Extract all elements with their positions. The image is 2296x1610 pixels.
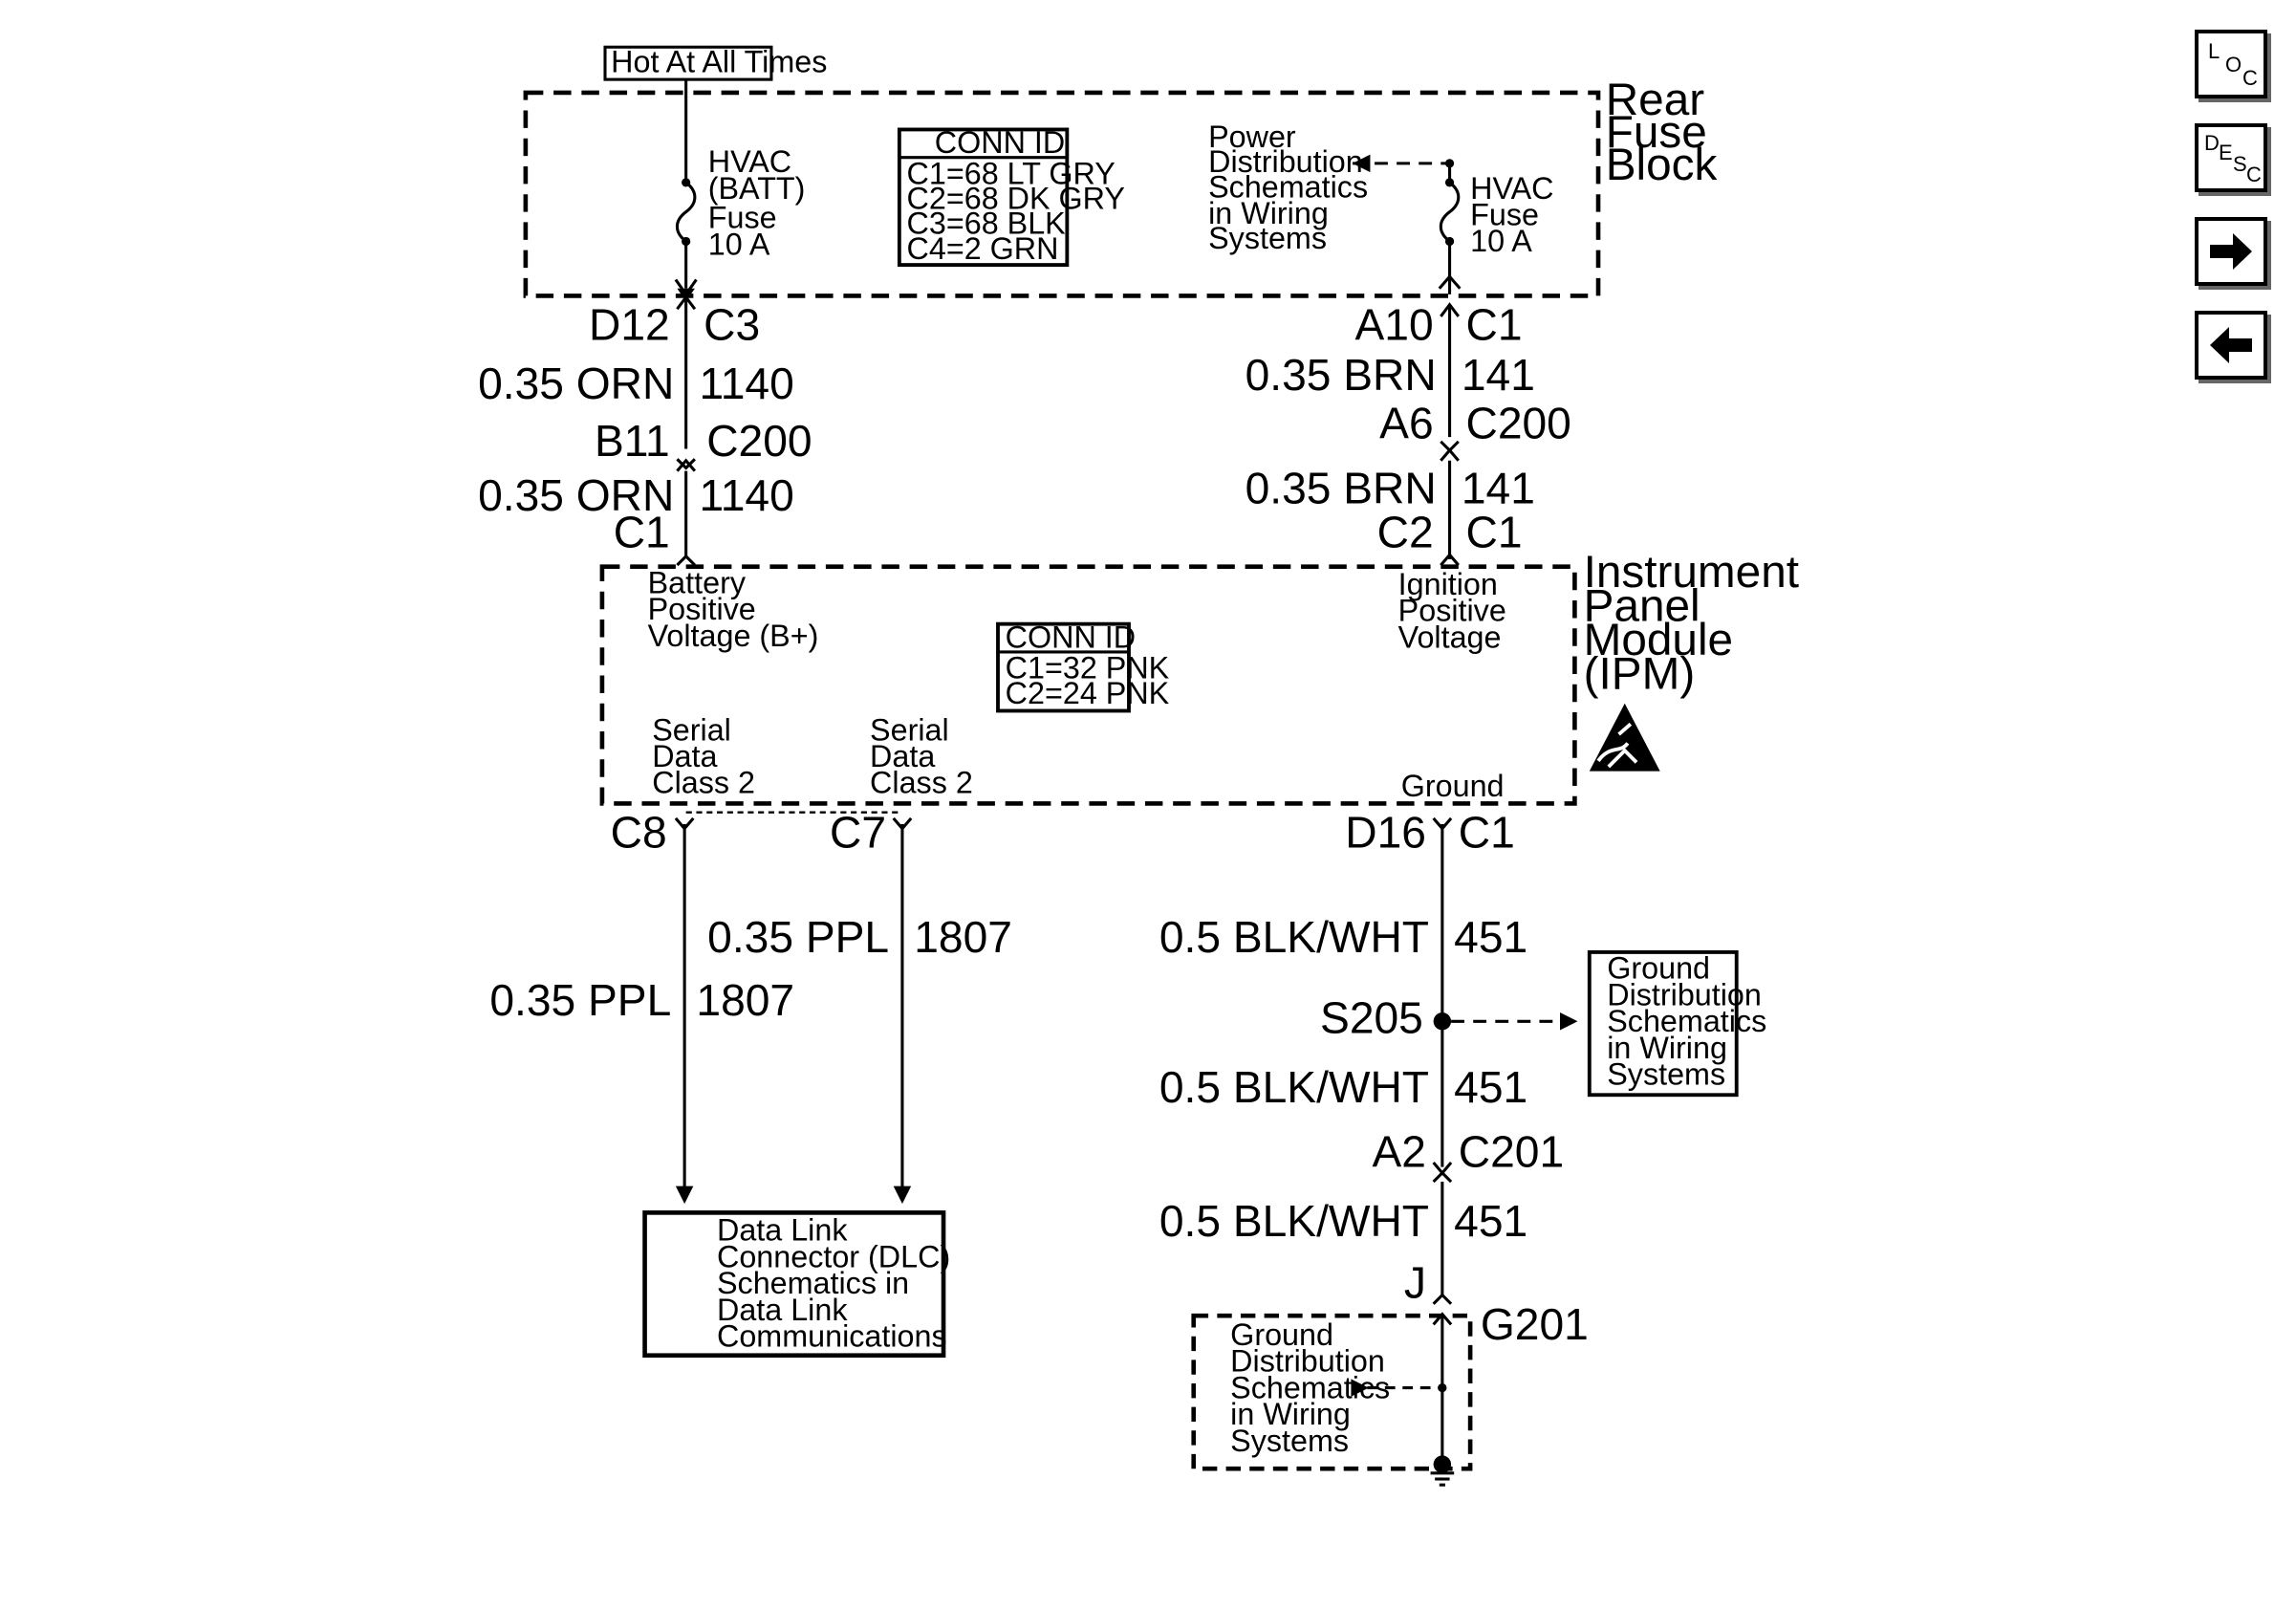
- loc-button[interactable]: L O C: [2195, 30, 2267, 98]
- connector-c200-right: C200: [1465, 399, 1570, 448]
- connector-c1-rfb: C1: [1465, 300, 1522, 350]
- ipm-box: [599, 564, 1577, 806]
- desc-button[interactable]: D E S C: [2195, 123, 2267, 192]
- conn-id-rear: CONN ID C1=68 LT GRY C2=68 DK GRY C3=68 …: [907, 125, 1134, 266]
- left-arrow-icon: [2210, 327, 2252, 363]
- wire-circuit-141-lower: 141: [1462, 463, 1535, 512]
- wire-size-brn-lower: 0.35 BRN: [1245, 463, 1437, 512]
- svg-text:D: D: [2204, 131, 2220, 155]
- serial-data-class2-label-2: Serial Data Class 2: [870, 712, 973, 799]
- connector-c8: C8: [611, 808, 667, 858]
- power-distribution-label: Power Distribution Schematics in Wiring …: [1208, 120, 1376, 255]
- right-arrow-icon: [2210, 233, 2252, 270]
- fuse-hvac-batt: [675, 181, 697, 243]
- rear-fuse-block-box: [523, 90, 1601, 298]
- wire-size-orn-upper: 0.35 ORN: [478, 359, 674, 408]
- ground-g201-box: [1191, 1313, 1473, 1471]
- wire-circuit-451-2: 451: [1454, 1062, 1527, 1112]
- ground-distribution-link-bottom[interactable]: Ground Distribution Schematics in Wiring…: [1230, 1317, 1398, 1458]
- connector-c1-ipm-left: C1: [614, 508, 670, 557]
- connector-b11: B11: [595, 416, 670, 466]
- ipm-label: Instrument Panel Module (IPM): [1584, 547, 1812, 699]
- splice-s205: [1433, 1012, 1452, 1031]
- hvac-fuse-label: HVAC Fuse 10 A: [1470, 171, 1562, 258]
- ground-label: Ground: [1401, 769, 1505, 803]
- ground-distribution-link-right[interactable]: Ground Distribution Schematics in Wiring…: [1607, 951, 1775, 1092]
- dlc-box[interactable]: [642, 1210, 946, 1359]
- connector-j: J: [1404, 1258, 1426, 1308]
- svg-text:O: O: [2225, 53, 2242, 76]
- wire-size-ppl-c7: 0.35 PPL: [707, 912, 889, 962]
- battery-positive-voltage-label: Battery Positive Voltage (B+): [648, 565, 819, 652]
- connector-d16: D16: [1345, 808, 1426, 858]
- wire-size-blkwht-3: 0.5 BLK/WHT: [1159, 1196, 1429, 1246]
- wire-size-brn-upper: 0.35 BRN: [1245, 350, 1437, 400]
- wire-circuit-141-upper: 141: [1462, 350, 1535, 400]
- connector-c1-ipm-right: C1: [1465, 508, 1522, 557]
- wire-size-blkwht-2: 0.5 BLK/WHT: [1159, 1062, 1429, 1112]
- wire-circuit-451-3: 451: [1454, 1196, 1527, 1246]
- wire-circuit-1140-upper: 1140: [700, 359, 794, 408]
- connector-c2-ipm: C2: [1377, 508, 1434, 557]
- ground-g201-point: [1433, 1455, 1452, 1473]
- connector-c3: C3: [704, 300, 760, 350]
- conn-id-ipm-box: [996, 621, 1131, 713]
- connector-c1-ipm-ground: C1: [1459, 808, 1515, 858]
- connector-a10: A10: [1354, 300, 1433, 350]
- svg-text:L: L: [2208, 39, 2220, 63]
- previous-button[interactable]: [2195, 311, 2267, 380]
- splice-s205-label: S205: [1320, 993, 1423, 1043]
- serial-data-class2-label-1: Serial Data Class 2: [652, 712, 755, 799]
- wire-circuit-1807-c8: 1807: [696, 975, 794, 1025]
- wire-circuit-1140-lower: 1140: [700, 470, 794, 520]
- wire-circuit-451-1: 451: [1454, 912, 1527, 962]
- ground-dist-right-box[interactable]: [1587, 950, 1739, 1098]
- wire-size-ppl-c8: 0.35 PPL: [489, 975, 671, 1025]
- connector-c200-left: C200: [706, 416, 812, 466]
- hot-at-all-times-box: [603, 45, 773, 81]
- next-button[interactable]: [2195, 217, 2267, 286]
- hot-at-all-times-label: Hot At All Times: [611, 44, 827, 78]
- svg-text:S: S: [2233, 152, 2247, 176]
- data-link-connector-link[interactable]: Data Link Connector (DLC) Schematics in …: [717, 1213, 959, 1354]
- connector-a6: A6: [1379, 399, 1433, 448]
- ground-g201-label: G201: [1481, 1299, 1589, 1349]
- wire-size-orn-lower: 0.35 ORN: [478, 470, 674, 520]
- svg-text:E: E: [2219, 141, 2233, 164]
- fuse-hvac: [1439, 181, 1461, 243]
- svg-text:C: C: [2246, 163, 2262, 186]
- conn-id-ipm: CONN ID C1=32 PNK C2=24 PNK: [1006, 620, 1179, 709]
- connector-d12: D12: [589, 300, 670, 350]
- wire-size-blkwht-1: 0.5 BLK/WHT: [1159, 912, 1429, 962]
- hvac-batt-fuse-label: HVAC (BATT) Fuse 10 A: [708, 144, 814, 261]
- connector-a2: A2: [1372, 1127, 1425, 1177]
- connector-c7: C7: [830, 808, 886, 858]
- svg-text:C: C: [2242, 66, 2258, 90]
- ignition-positive-voltage-label: Ignition Positive Voltage: [1398, 567, 1515, 654]
- conn-id-rear-box: [897, 127, 1070, 267]
- wire-circuit-1807-c7: 1807: [914, 912, 1012, 962]
- rear-fuse-block-label: Rear Fuse Block: [1606, 75, 1720, 190]
- connector-c201: C201: [1459, 1127, 1564, 1177]
